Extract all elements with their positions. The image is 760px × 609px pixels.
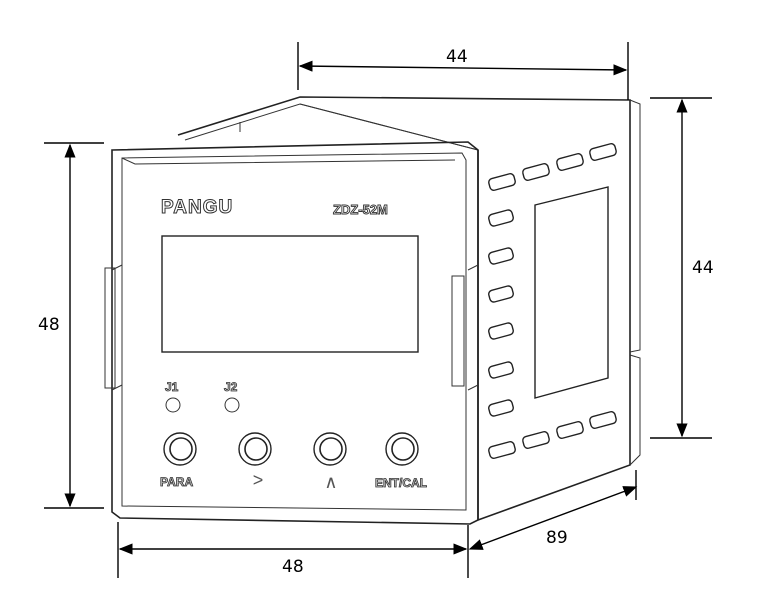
indicator-led-j2 [224,397,240,413]
brand-logo: PANGU [161,197,233,218]
front-height-dimension: 48 [38,315,60,335]
para-button-label: PARA [160,475,193,489]
right-arrow-label: > [253,470,264,490]
indicator-label-j1: J1 [165,380,179,394]
side-height-dimension: 44 [692,258,714,278]
ent-cal-button-label: ENT/CAL [375,476,427,490]
indicator-label-j2: J2 [224,380,238,394]
indicator-led-j1 [165,397,181,413]
top-width-dimension: 44 [446,47,468,67]
dimension-lines [44,42,712,578]
depth-dimension: 89 [546,528,568,548]
up-arrow-button[interactable] [313,432,347,466]
up-arrow-label: ∧ [324,472,337,492]
side-vent-slots [488,143,617,459]
front-width-dimension: 48 [282,557,304,577]
front-bezel [104,141,479,525]
para-button[interactable] [163,432,197,466]
display-window [161,235,419,353]
ent-cal-button[interactable] [385,432,419,466]
model-label: ZDZ-52M [333,202,388,217]
right-arrow-button[interactable] [238,432,272,466]
